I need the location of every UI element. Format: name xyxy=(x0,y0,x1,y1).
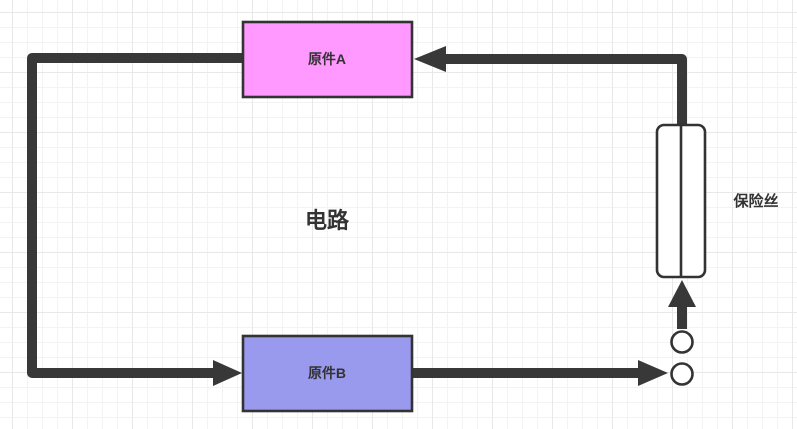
component-a-label: 原件A xyxy=(308,51,346,67)
arrow-into-fuse-icon xyxy=(668,280,696,307)
fuse-label: 保险丝 xyxy=(732,192,778,210)
wire-left-loop[interactable] xyxy=(27,53,243,378)
component-a-box[interactable] xyxy=(241,20,414,99)
arrow-into-component-a-icon xyxy=(414,46,446,72)
component-b-box[interactable] xyxy=(241,334,414,413)
arrow-into-lower-terminal-icon xyxy=(638,360,668,386)
component-b-label: 原件B xyxy=(308,365,346,381)
circuit-title: 电路 xyxy=(305,208,350,233)
terminal-circle-upper[interactable] xyxy=(670,330,694,354)
terminal-circle-lower[interactable] xyxy=(670,362,694,386)
wire-top-right[interactable] xyxy=(443,54,687,125)
arrow-into-component-b-icon xyxy=(213,360,242,386)
